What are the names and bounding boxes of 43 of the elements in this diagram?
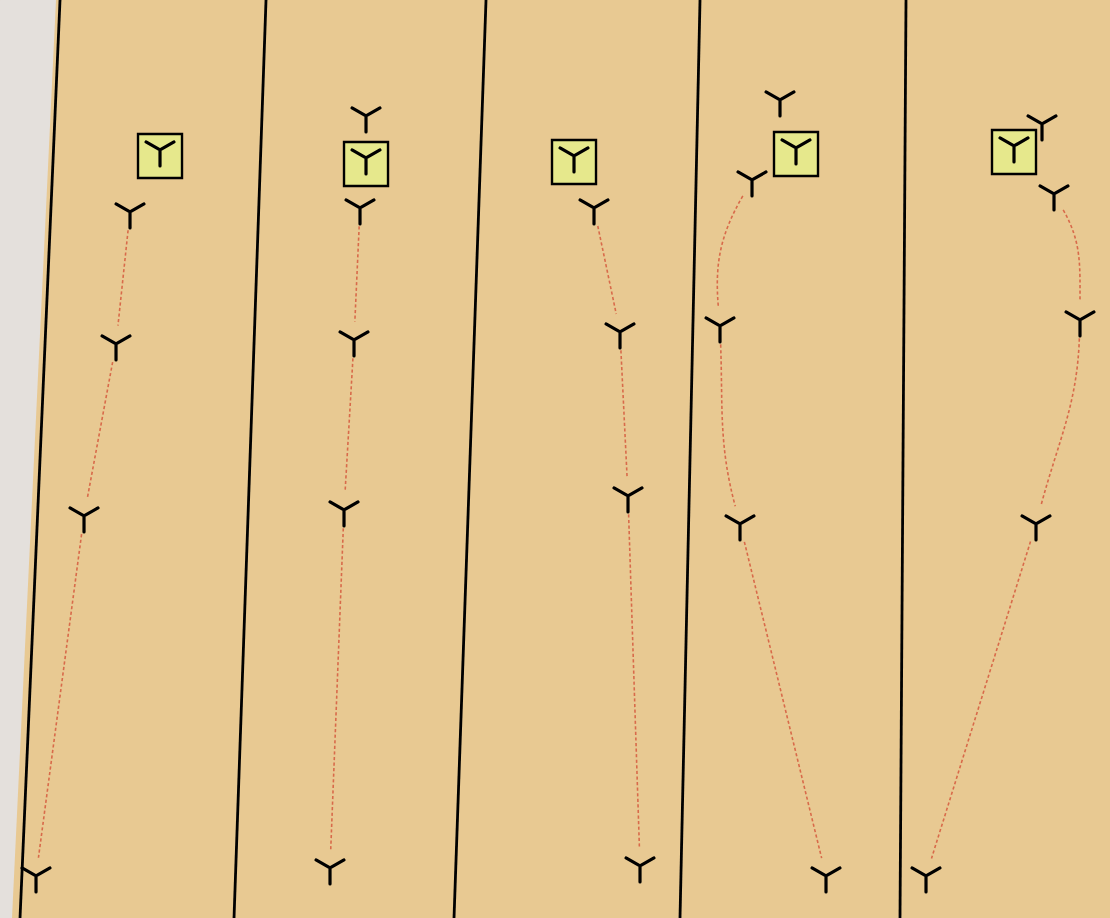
footprint-symbol [604, 322, 636, 350]
footprint-symbol [350, 106, 382, 134]
footprint-symbol [704, 316, 736, 344]
footprint-symbol [578, 198, 610, 226]
dotted-path [620, 349, 628, 479]
footprint-symbol [612, 486, 644, 514]
footprint-symbol [1020, 514, 1052, 542]
footprint-symbol [910, 866, 942, 894]
dotted-path [597, 225, 618, 315]
dotted-path [117, 229, 129, 327]
footprint-symbol [810, 866, 842, 894]
marker-box [772, 130, 820, 178]
footprint-symbol [624, 856, 656, 884]
dotted-path [1039, 337, 1081, 507]
marker-box [342, 140, 390, 188]
footprint-symbol [1064, 310, 1096, 338]
dotted-path [86, 361, 114, 499]
footprint-symbol [68, 506, 100, 534]
dotted-path [719, 343, 737, 507]
footprint-symbol [314, 858, 346, 886]
footprint-symbol [736, 170, 768, 198]
dotted-path [716, 195, 744, 309]
dotted-path [930, 540, 1032, 860]
dotted-path [1062, 209, 1081, 303]
dotted-path [329, 527, 345, 851]
dotted-path [743, 541, 823, 859]
dotted-path [627, 513, 641, 849]
marker-box [136, 132, 184, 180]
footprint-symbol [344, 198, 376, 226]
footprint-symbol [1038, 184, 1070, 212]
marker-box [990, 128, 1038, 176]
marker-box [550, 138, 598, 186]
footprint-symbol [100, 334, 132, 362]
footprint-symbol [764, 90, 796, 118]
footprint-symbol [20, 866, 52, 894]
dotted-path [37, 533, 83, 859]
footprint-symbol [114, 202, 146, 230]
dotted-path [354, 225, 360, 323]
footprint-symbol [724, 514, 756, 542]
footprint-symbol [328, 500, 360, 528]
footprint-symbol [1026, 114, 1058, 142]
footprint-symbol [338, 330, 370, 358]
dotted-path [344, 357, 354, 493]
